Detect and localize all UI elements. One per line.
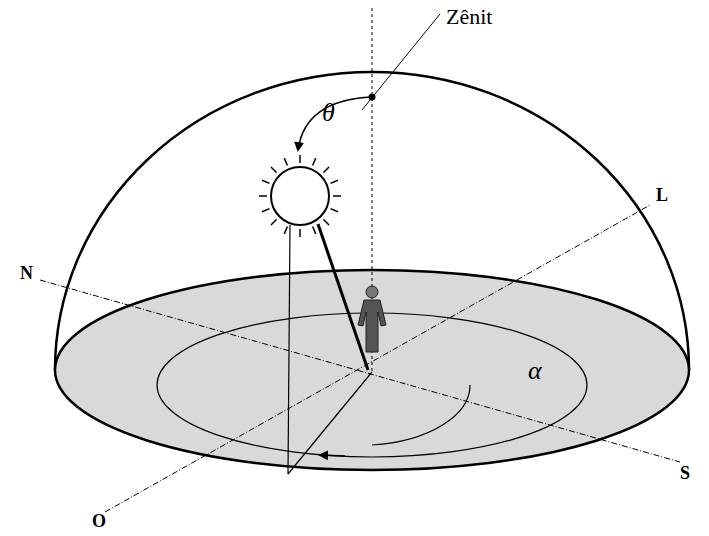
observer — [358, 286, 386, 352]
zenith-leader — [362, 14, 440, 110]
ground-projection — [288, 372, 372, 474]
angle-label: θ — [322, 100, 335, 126]
ns-axis — [40, 280, 680, 462]
direction-label: L — [656, 186, 668, 204]
zenith-label: Zênit — [446, 6, 492, 28]
azimuth-arc — [372, 385, 470, 445]
direction-label: N — [20, 264, 33, 282]
sun-projection — [288, 225, 290, 474]
angle-label: α — [528, 358, 542, 384]
ol-axis — [105, 205, 650, 512]
sun — [259, 155, 341, 237]
sun-ray — [318, 224, 368, 370]
zenith-angle-arc — [298, 97, 372, 150]
direction-label: S — [680, 464, 690, 482]
direction-label: O — [92, 512, 106, 530]
path-arrow — [320, 455, 345, 456]
